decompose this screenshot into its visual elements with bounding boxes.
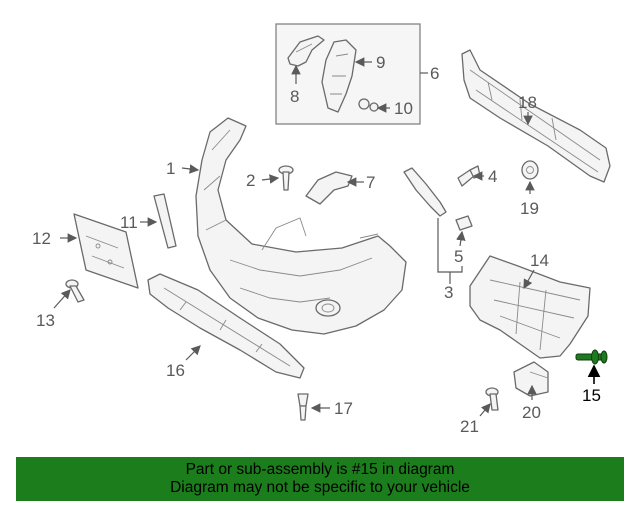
- callout-14: 14: [530, 251, 549, 270]
- callout-20: 20: [522, 403, 541, 422]
- callout-3: 3: [444, 283, 453, 302]
- callout-16: 16: [166, 361, 185, 380]
- part-3-guide-group: [403, 167, 463, 284]
- callout-7: 7: [366, 173, 375, 192]
- part-7-bracket: [305, 171, 353, 205]
- parts-diagram: 1 2 3 4 5 6 7 8 9 10 11 12 13 14 15 16 1…: [32, 23, 611, 436]
- part-12-plate-bracket: [73, 213, 139, 289]
- part-8-bracket: [287, 35, 325, 67]
- callout-15[interactable]: 15: [582, 386, 601, 405]
- callout-1: 1: [166, 159, 175, 178]
- part-15-push-pin[interactable]: [575, 349, 608, 365]
- part-1-bumper-cover: [195, 117, 407, 335]
- callout-6: 6: [430, 64, 439, 83]
- callout-19: 19: [520, 199, 539, 218]
- callout-11: 11: [120, 213, 138, 232]
- part-9-deflector: [321, 39, 357, 113]
- part-5-clip: [455, 215, 473, 231]
- callout-2: 2: [246, 171, 255, 190]
- callout-9: 9: [376, 53, 385, 72]
- part-14-bracket: [469, 255, 591, 359]
- part-16-valance: [147, 273, 305, 379]
- banner-line-part: Part or sub-assembly is #15 in diagram: [185, 461, 455, 478]
- callout-17: 17: [334, 399, 353, 418]
- part-20-block: [513, 361, 549, 397]
- callout-18: 18: [518, 93, 537, 112]
- info-banner: Part or sub-assembly is #15 in diagram D…: [16, 457, 624, 501]
- callout-12: 12: [32, 229, 51, 248]
- part-21-screw: [485, 387, 499, 411]
- callout-labels: 1 2 3 4 5 6 7 8 9 10 11 12 13 14 15 16 1…: [32, 53, 601, 436]
- part-17-clip: [297, 393, 309, 421]
- callout-4: 4: [488, 167, 497, 186]
- callout-8: 8: [290, 87, 299, 106]
- part-2-screw: [278, 165, 294, 191]
- part-18-reinforcement: [461, 49, 611, 183]
- part-13-screw: [65, 279, 85, 303]
- callout-5: 5: [454, 247, 463, 266]
- callout-10: 10: [394, 99, 413, 118]
- part-10-clip: [358, 98, 379, 112]
- part-11-bracket: [153, 193, 177, 249]
- banner-line-disclaimer: Diagram may not be specific to your vehi…: [170, 479, 470, 496]
- leader-lines: [53, 57, 601, 417]
- callout-13: 13: [36, 311, 55, 330]
- part-19-nut: [521, 160, 539, 180]
- callout-21: 21: [460, 417, 479, 436]
